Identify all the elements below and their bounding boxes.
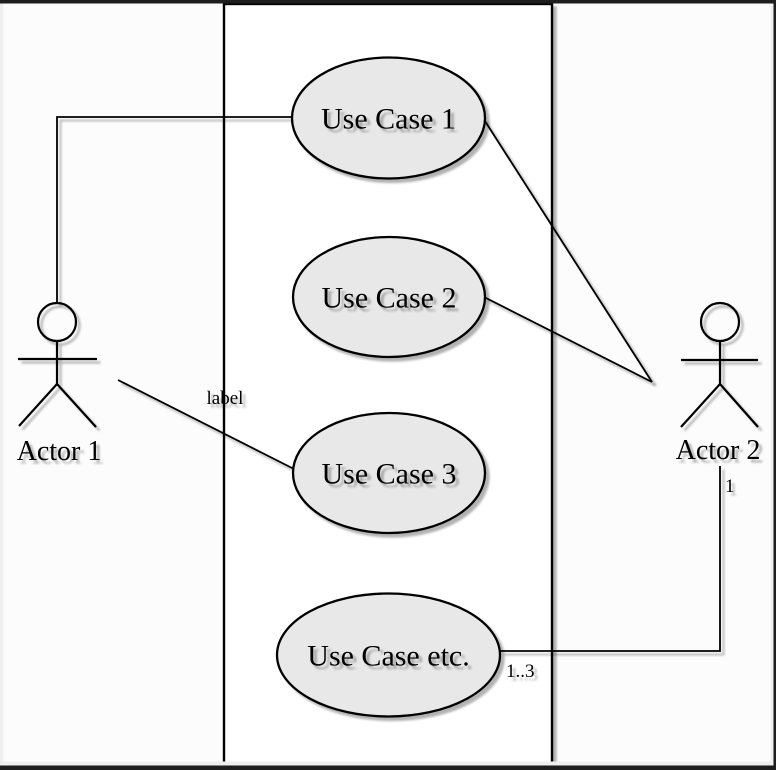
association-actor2-usecase-etc[interactable] (500, 466, 721, 652)
use-case-node-1[interactable]: Use Case 1 (290, 56, 487, 180)
frame-right-border (773, 0, 776, 770)
actor-2-left-leg-icon (680, 383, 721, 428)
use-case-etc-multiplicity-label: 1..3 (506, 661, 535, 682)
use-case-node-3[interactable]: Use Case 3 (291, 411, 487, 535)
frame-bottom-strip (0, 761, 776, 766)
actor-2-label: Actor 2 (676, 435, 761, 466)
actor-1-label: Actor 1 (17, 436, 102, 467)
use-case-2-label: Use Case 2 (322, 282, 457, 315)
association-usecase2-actor2[interactable] (483, 296, 653, 383)
frame-right-strip (770, 0, 774, 770)
actor-1-left-leg-icon (18, 383, 58, 427)
use-case-3-ellipse[interactable] (291, 411, 487, 535)
use-case-node-etc[interactable]: Use Case etc. (275, 592, 502, 718)
frame-top-border (0, 0, 776, 4)
actor-2[interactable] (680, 301, 759, 428)
association-label: label (207, 388, 244, 409)
actor-1-right-leg-icon (56, 383, 97, 428)
actor-1[interactable] (18, 301, 97, 428)
association-usecase1-actor2[interactable] (482, 117, 653, 383)
use-case-2-ellipse[interactable] (291, 235, 487, 359)
actor-2-right-leg-icon (719, 383, 759, 428)
association-actor1-usecase3[interactable] (117, 379, 295, 470)
use-case-3-label: Use Case 3 (322, 458, 457, 491)
use-case-1-label: Use Case 1 (321, 103, 456, 136)
use-case-etc-ellipse[interactable] (275, 592, 502, 718)
association-actor1-usecase1[interactable] (56, 116, 292, 303)
use-case-node-2[interactable]: Use Case 2 (291, 235, 487, 359)
frame-bottom-border (0, 765, 776, 770)
frame-left-strip (0, 0, 4, 770)
use-case-etc-label: Use Case etc. (307, 640, 469, 673)
use-case-1-ellipse[interactable] (290, 56, 487, 180)
actor-2-multiplicity-label: 1 (725, 476, 735, 497)
